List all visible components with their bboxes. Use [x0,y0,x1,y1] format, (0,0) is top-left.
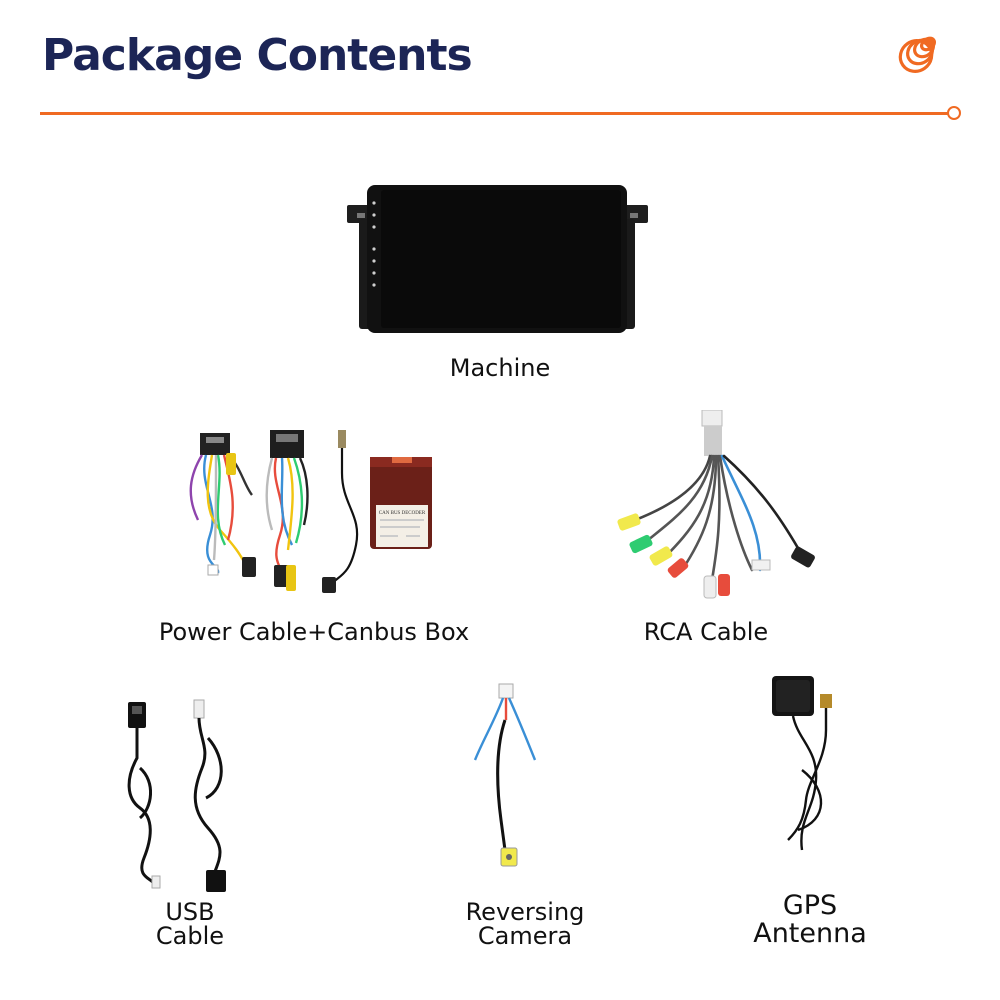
wiring-harness-and-canbus-box-icon: CAN BUS DECODER [189,430,432,593]
usb-cable-icon [127,699,226,892]
rca-cable-bundle-icon [617,410,815,599]
power-cable-canbus-label: Power Cable+Canbus Box [158,618,470,646]
reversing-camera-label-line1: Reversing [465,898,585,926]
machine-label: Machine [449,354,551,382]
divider-end-circle [947,106,961,120]
page-title: Package Contents [42,30,473,81]
gps-antenna-label-line1: GPS [782,890,838,921]
canbus-box-label: CAN BUS DECODER [379,511,426,516]
head-unit-screen-icon [347,185,648,333]
orange-spiral-logo-icon [898,36,937,73]
usb-cable-label-line1: USB [165,898,215,926]
reversing-camera-label-line2: Camera [477,922,573,951]
usb-cable-label-line2: Cable [155,922,225,951]
gps-antenna-label: GPS Antenna [720,892,900,947]
rca-cable-label: RCA Cable [643,618,769,646]
gps-antenna-label-line2: Antenna [753,917,867,949]
usb-cable-label: USB Cable [130,900,250,949]
reversing-camera-label: Reversing Camera [432,900,618,949]
gps-antenna-icon [772,676,832,851]
header-divider [40,112,948,115]
reversing-camera-cable-icon [473,683,537,867]
